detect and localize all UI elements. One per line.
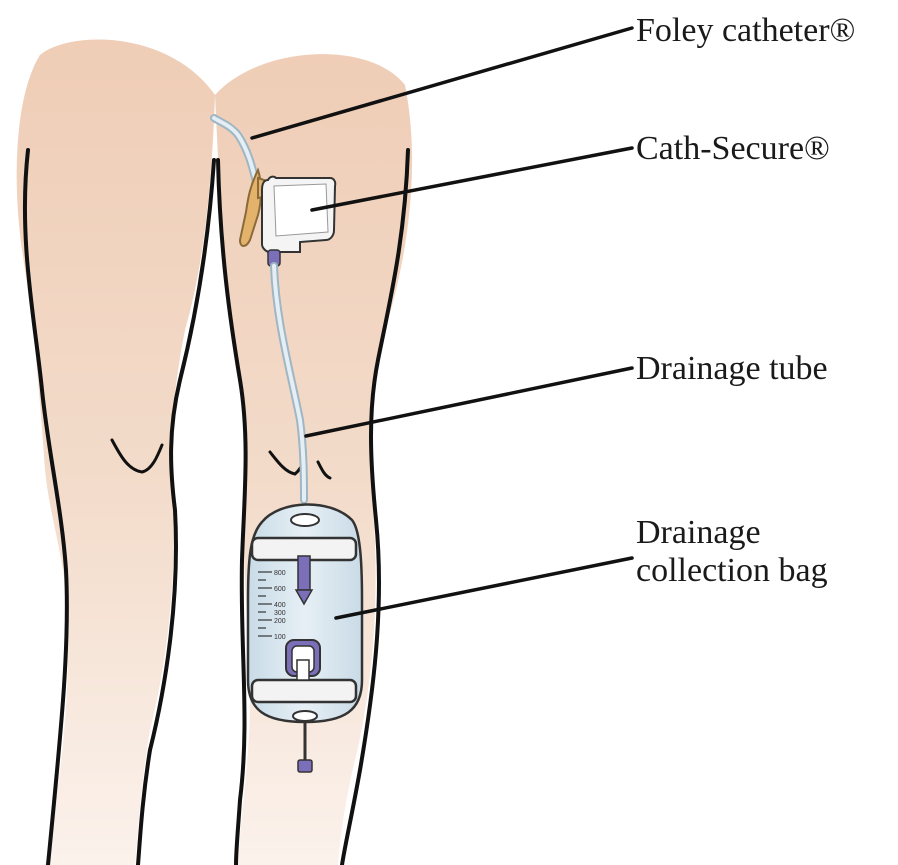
bag-scale-600: 600 [274,586,286,593]
label-cath-secure: Cath-Secure® [636,130,830,168]
label-drainage-tube: Drainage tube [636,350,828,388]
bag-scale-200: 200 [274,618,286,625]
label-drainage-collection-bag: Drainage collection bag [636,514,828,590]
label-foley-catheter: Foley catheter® [636,12,855,50]
bag-scale-300: 300 [274,610,286,617]
bag-strap-bottom [252,680,356,702]
left-leg [17,40,215,865]
bag-scale-100: 100 [274,634,286,641]
bag-scale-400: 400 [274,602,286,609]
bag-scale-800: 800 [274,570,286,577]
bag-drain-cap [298,760,312,772]
